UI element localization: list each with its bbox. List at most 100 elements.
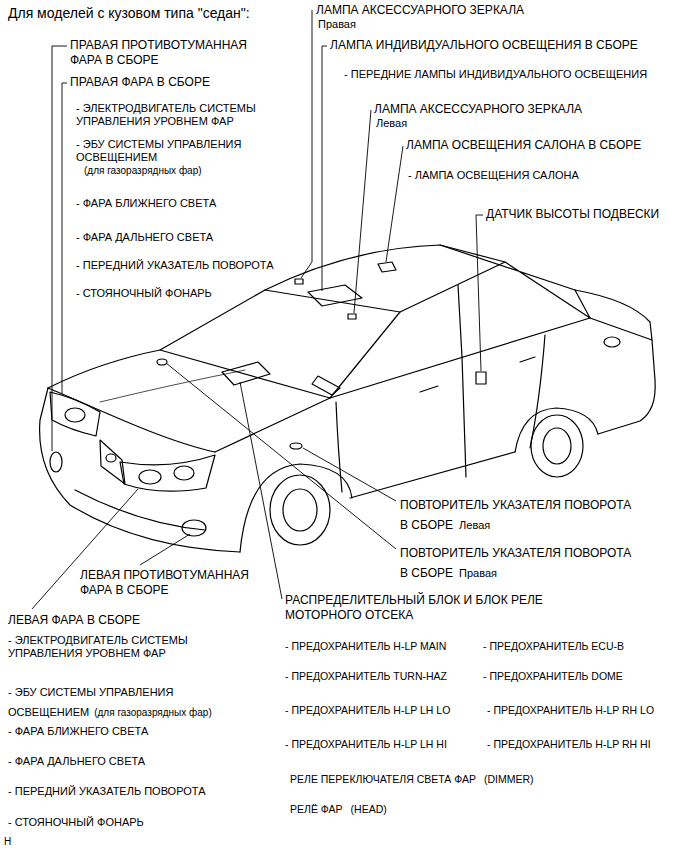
rear-wheel — [531, 415, 583, 477]
part-label: - ФАРА ДАЛЬНЕГО СВЕТА — [76, 231, 213, 244]
air-intake — [75, 490, 205, 530]
left-side-repeater — [290, 443, 302, 449]
part-label: Правая — [459, 567, 497, 579]
part-label: ПРАВАЯ ФАРА В СБОРЕ — [70, 75, 210, 90]
fender-line — [215, 398, 330, 452]
part-label: ПРАВАЯ ПРОТИВОТУМАННАЯ ФАРА В СБОРЕ — [70, 38, 250, 67]
part-label: ЛАМПА АКСЕССУАРНОГО ЗЕРКАЛА — [316, 3, 524, 18]
part-label: ЛАМПА ОСВЕЩЕНИЯ САЛОНА В СБОРЕ — [406, 138, 641, 153]
part-label: Правая — [318, 18, 524, 31]
leader-line — [301, 10, 312, 278]
part-label: - ПЕРЕДНИЙ УКАЗАТЕЛЬ ПОВОРОТА — [8, 785, 206, 798]
label-group: ПОВТОРИТЕЛЬ УКАЗАТЕЛЯ ПОВОРОТА В СБОРЕЛе… — [400, 494, 635, 533]
label-group: - СТОЯНОЧНЫЙ ФОНАРЬ — [8, 816, 144, 829]
leader-line — [354, 110, 371, 313]
label-group: - ПРЕДОХРАНИТЕЛЬ DOME — [483, 670, 623, 683]
label-group: - ПРЕДОХРАНИТЕЛЬ H-LP RH HI — [487, 738, 651, 751]
part-label: (HEAD) — [351, 803, 387, 815]
part-label: ПОВТОРИТЕЛЬ УКАЗАТЕЛЯ ПОВОРОТА В СБОРЕ — [400, 498, 631, 532]
hood-front — [48, 388, 215, 452]
label-group: ЛАМПА АКСЕССУАРНОГО ЗЕРКАЛАПравая — [316, 3, 524, 31]
label-group: - ЛАМПА ОСВЕЩЕНИЯ САЛОНА — [408, 169, 579, 182]
part-label: - ФАРА БЛИЖНЕГО СВЕТА — [76, 197, 216, 210]
door-handles — [420, 357, 535, 392]
height-sensor — [476, 372, 486, 384]
leader-line — [166, 363, 396, 549]
part-label: - ЭЛЕКТРОДВИГАТЕЛЬ СИСТЕМЫ УПРАВЛЕНИЯ УР… — [8, 634, 191, 661]
part-label: ЛАМПА АКСЕССУАРНОГО ЗЕРКАЛА — [374, 102, 582, 117]
grille — [100, 440, 125, 484]
label-group: - ФАРА БЛИЖНЕГО СВЕТА — [76, 197, 216, 210]
part-label: РАСПРЕДЕЛИТЕЛЬНЫЙ БЛОК И БЛОК РЕЛЕ МОТОР… — [285, 593, 546, 622]
front-bumper — [40, 388, 240, 552]
label-group: ЛЕВАЯ ФАРА В СБОРЕ — [8, 613, 140, 628]
part-label: - ПРЕДОХРАНИТЕЛЬ H-LP MAIN — [285, 640, 446, 653]
right-headlight-lens — [65, 408, 85, 422]
label-group: - ЭБУ СИСТЕМЫ УПРАВЛЕНИЯ ОСВЕЩЕНИЕМ(для … — [8, 681, 177, 720]
label-group: - ЭЛЕКТРОДВИГАТЕЛЬ СИСТЕМЫ УПРАВЛЕНИЯ УР… — [76, 102, 259, 129]
label-group: - ПРЕДОХРАНИТЕЛЬ H-LP LH LO — [285, 704, 450, 717]
label-group: - ПРЕДОХРАНИТЕЛЬ H-LP LH HI — [285, 738, 447, 751]
leader-line — [140, 534, 190, 565]
label-group: ЛАМПА ОСВЕЩЕНИЯ САЛОНА В СБОРЕ — [406, 138, 641, 153]
label-group: - ФАРА ДАЛЬНЕГО СВЕТА — [76, 231, 213, 244]
part-label: - ПРЕДОХРАНИТЕЛЬ ECU-B — [483, 640, 624, 653]
part-label: (для газоразрядных фар) — [84, 165, 245, 177]
front-wheel-rim — [283, 489, 317, 531]
door-lines — [336, 335, 545, 492]
label-group: РЕЛЁ ФАР (HEAD) — [290, 798, 387, 818]
label-group: - ПЕРЕДНИЙ УКАЗАТЕЛЬ ПОВОРОТА — [8, 785, 206, 798]
label-group: - ПРЕДОХРАНИТЕЛЬ H-LP RH LO — [487, 704, 654, 717]
right-fog-lamp — [50, 452, 62, 472]
label-group: ЛАМПА АКСЕССУАРНОГО ЗЕРКАЛАЛевая — [374, 102, 582, 130]
part-label: РЕЛЁ ФАР — [290, 803, 343, 815]
part-label: РЕЛЕ ПЕРЕКЛЮЧАТЕЛЯ СВЕТА ФАР — [290, 773, 476, 785]
part-label: ЛАМПА ИНДИВИДУАЛЬНОГО ОСВЕЩЕНИЯ В СБОРЕ — [330, 38, 638, 53]
part-label: - ПРЕДОХРАНИТЕЛЬ H-LP RH LO — [487, 704, 654, 717]
label-group: H — [4, 836, 11, 848]
part-label: (DIMMER) — [484, 773, 534, 785]
leader-line — [62, 83, 67, 394]
front-wheel-arch — [240, 464, 352, 552]
leader-line — [322, 46, 327, 291]
part-label: - СТОЯНОЧНЫЙ ФОНАРЬ — [76, 287, 212, 300]
label-group: - ПРЕДОХРАНИТЕЛЬ TURN-HAZ — [285, 670, 447, 683]
label-group: ДАТЧИК ВЫСОТЫ ПОДВЕСКИ — [486, 207, 659, 222]
part-label: - ЭБУ СИСТЕМЫ УПРАВЛЕНИЯ ОСВЕЩЕНИЕМ — [76, 138, 245, 165]
part-label: - ПРЕДОХРАНИТЕЛЬ H-LP LH LO — [285, 704, 450, 717]
part-label: ЛЕВАЯ ПРОТИВОТУМАННАЯ ФАРА В СБОРЕ — [80, 568, 253, 597]
fuel-door — [604, 337, 620, 347]
b-pillar — [458, 285, 462, 357]
label-group: - ПЕРЕДНИЕ ЛАМПЫ ИНДИВИДУАЛЬНОГО ОСВЕЩЕН… — [344, 68, 647, 81]
part-label: ЛЕВАЯ ФАРА В СБОРЕ — [8, 613, 140, 628]
windshield — [160, 290, 400, 398]
left-fog-lamp — [182, 520, 206, 536]
front-wheel — [270, 475, 330, 545]
label-group: - СТОЯНОЧНЫЙ ФОНАРЬ — [76, 287, 212, 300]
rear-wheel-rim — [543, 428, 571, 464]
junction-block — [222, 362, 270, 385]
label-group: РАСПРЕДЕЛИТЕЛЬНЫЙ БЛОК И БЛОК РЕЛЕ МОТОР… — [285, 593, 546, 622]
hood-edge — [48, 350, 160, 388]
leader-line — [476, 215, 483, 371]
leader-line — [240, 382, 282, 599]
leader-line — [303, 448, 396, 501]
part-label: - ПРЕДОХРАНИТЕЛЬ TURN-HAZ — [285, 670, 447, 683]
part-label: ДАТЧИК ВЫСОТЫ ПОДВЕСКИ — [486, 207, 659, 222]
left-mirror-lamp — [348, 314, 356, 319]
label-group: РЕЛЕ ПЕРЕКЛЮЧАТЕЛЯ СВЕТА ФАР (DIMMER) — [290, 768, 534, 788]
part-label: - ПРЕДОХРАНИТЕЛЬ H-LP RH HI — [487, 738, 651, 751]
car-body — [40, 245, 656, 552]
sill — [350, 452, 515, 498]
part-label: - ПЕРЕДНИЙ УКАЗАТЕЛЬ ПОВОРОТА — [76, 259, 274, 272]
part-label: - ФАРА БЛИЖНЕГО СВЕТА — [8, 725, 148, 738]
label-group: - ЭЛЕКТРОДВИГАТЕЛЬ СИСТЕМЫ УПРАВЛЕНИЯ УР… — [8, 634, 191, 661]
leader-line — [52, 46, 67, 451]
trunk — [575, 290, 652, 340]
right-headlight — [50, 392, 100, 436]
side-mirror — [312, 376, 340, 395]
part-label: - ПРЕДОХРАНИТЕЛЬ DOME — [483, 670, 623, 683]
part-label: Левая — [376, 117, 582, 130]
part-label: - ЭЛЕКТРОДВИГАТЕЛЬ СИСТЕМЫ УПРАВЛЕНИЯ УР… — [76, 102, 259, 129]
